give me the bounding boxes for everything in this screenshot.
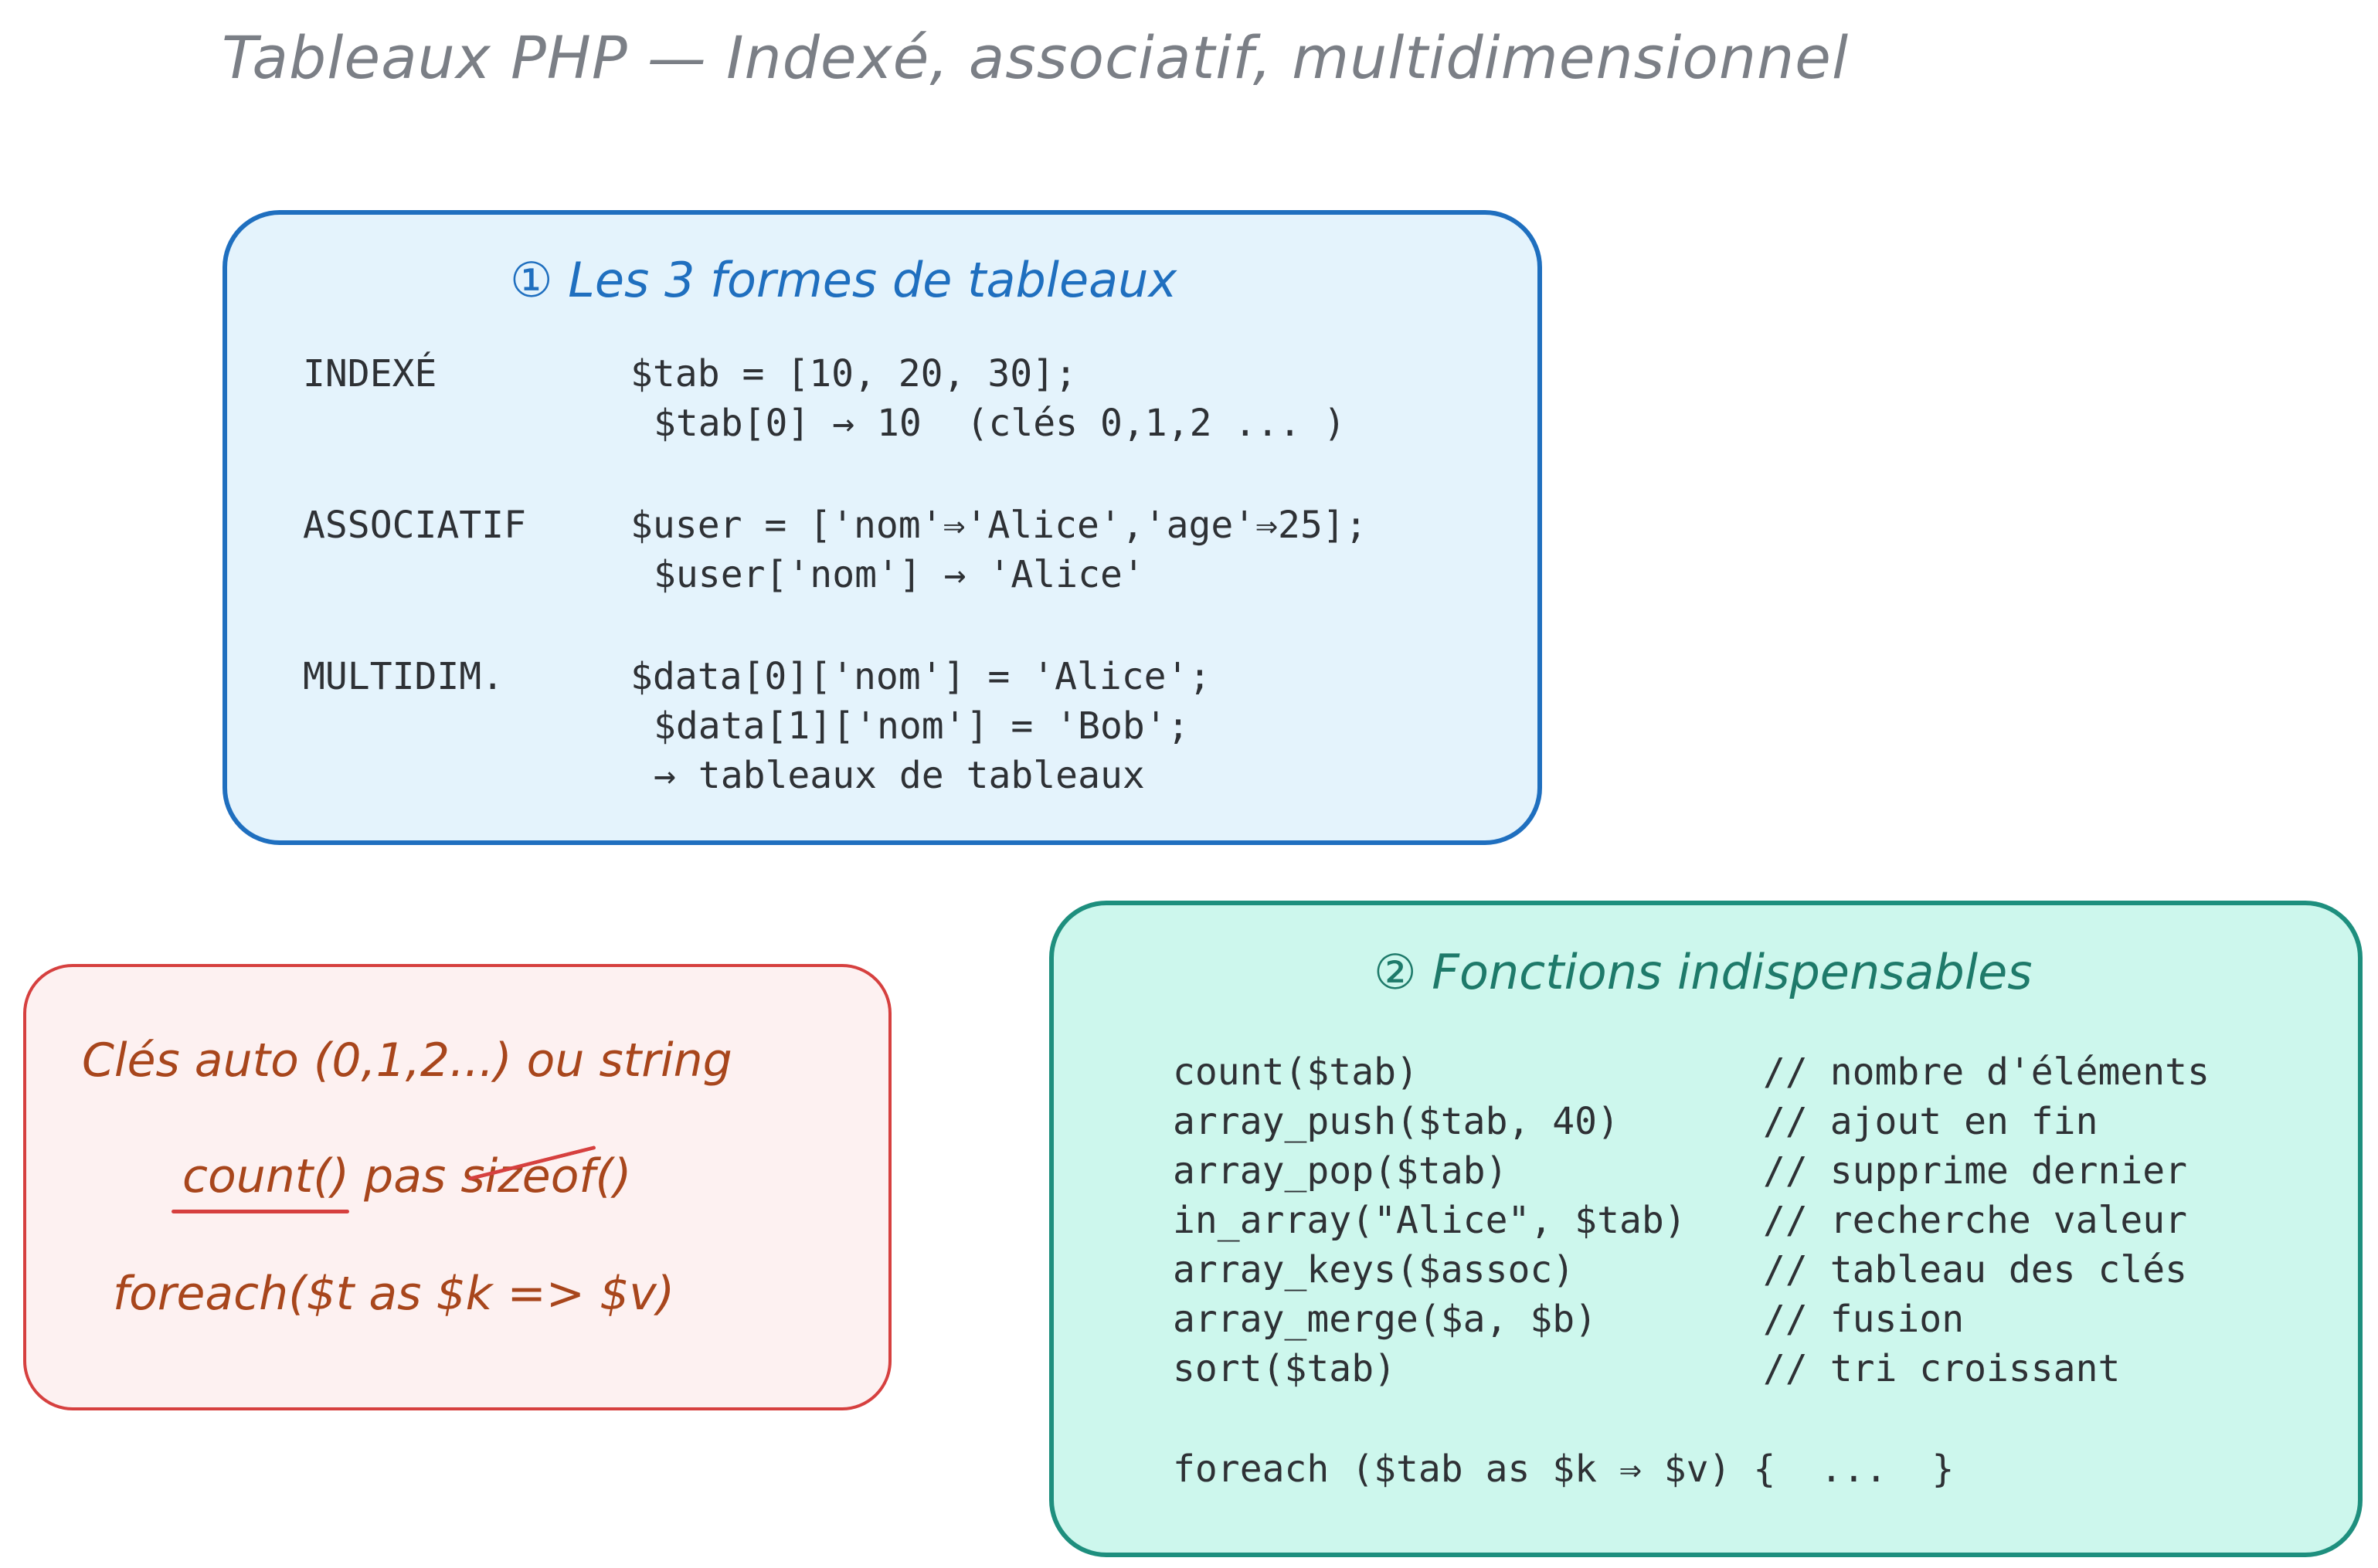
note-count-line: count() pas sizeof()	[182, 1149, 631, 1203]
note-sizeof: sizeof()	[460, 1149, 632, 1203]
foreach-example: foreach ($tab as $k ⇒ $v) { ... }	[1173, 1448, 1955, 1491]
function-comment: // supprime dernier	[1763, 1149, 2188, 1193]
function-comment: // nombre d'éléments	[1763, 1050, 2210, 1094]
function-comment: // fusion	[1763, 1298, 1965, 1341]
function-comment: // recherche valeur	[1763, 1199, 2188, 1242]
forms-panel	[223, 210, 1542, 845]
function-comment: // tri croissant	[1763, 1347, 2121, 1390]
form-label-assoc: ASSOCIATIF	[303, 504, 526, 547]
form-code-assoc-1: $user = ['nom'⇒'Alice','age'⇒25];	[630, 504, 1367, 547]
note-pas: pas	[349, 1149, 461, 1203]
function-code: array_pop($tab)	[1173, 1149, 1508, 1193]
form-code-indexed-2: $tab[0] → 10 (clés 0,1,2 ... )	[654, 402, 1346, 445]
page-title: Tableaux PHP — Indexé, associatif, multi…	[221, 23, 1850, 92]
function-code: array_keys($assoc)	[1173, 1248, 1575, 1291]
note-count: count()	[182, 1149, 350, 1203]
function-comment: // ajout en fin	[1763, 1100, 2098, 1143]
form-code-indexed-1: $tab = [10, 20, 30];	[630, 352, 1077, 395]
function-code: sort($tab)	[1173, 1347, 1396, 1390]
form-code-multidim-2: $data[1]['nom'] = 'Bob';	[654, 704, 1190, 748]
form-code-multidim-1: $data[0]['nom'] = 'Alice';	[630, 655, 1211, 698]
form-label-multidim: MULTIDIM.	[303, 655, 504, 698]
function-code: array_merge($a, $b)	[1173, 1298, 1598, 1341]
note-keys: Clés auto (0,1,2...) ou string	[82, 1033, 732, 1088]
form-code-assoc-2: $user['nom'] → 'Alice'	[654, 553, 1145, 596]
function-code: in_array("Alice", $tab)	[1173, 1199, 1687, 1242]
functions-panel-title: ② Fonctions indispensables	[1374, 944, 2033, 1000]
functions-panel	[1049, 901, 2363, 1557]
notes-panel	[23, 964, 892, 1410]
count-underline	[172, 1210, 349, 1213]
form-label-indexed: INDEXÉ	[303, 352, 437, 395]
form-code-multidim-3: → tableaux de tableaux	[654, 754, 1145, 797]
function-comment: // tableau des clés	[1763, 1248, 2188, 1291]
note-foreach: foreach($t as $k => $v)	[113, 1267, 675, 1321]
forms-panel-title: ① Les 3 formes de tableaux	[510, 252, 1177, 308]
function-code: array_push($tab, 40)	[1173, 1100, 1619, 1143]
function-code: count($tab)	[1173, 1050, 1418, 1094]
